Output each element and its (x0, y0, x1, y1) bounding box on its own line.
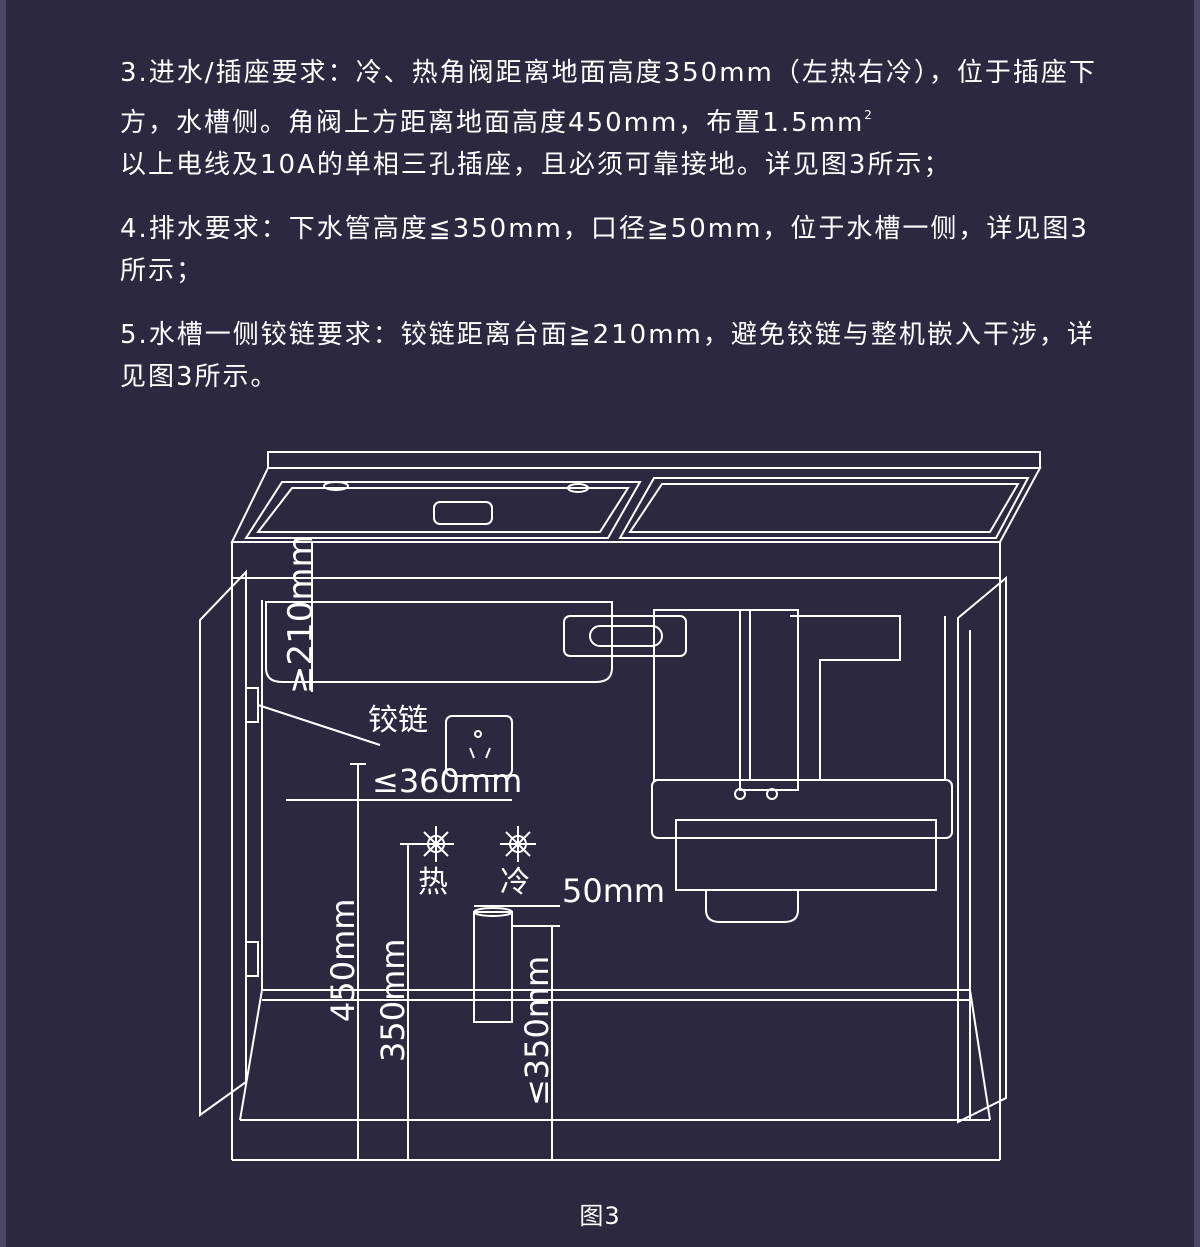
paragraph-hinge: 5.水槽一侧铰链要求：铰链距离台面≧210mm，避免铰链与整机嵌入干涉，详见图3… (120, 320, 1095, 392)
cold-label: 冷 (500, 865, 530, 900)
height-450-label: 450mm (324, 899, 362, 1022)
paragraph-inlet-socket-part1: 3.进水/插座要求：冷、热角阀距离地面高度350mm（左热右冷），位于插座下方，… (120, 58, 1097, 138)
appliance-bolt-left (734, 788, 746, 800)
sink-hole-left (323, 481, 349, 491)
cooktop-panel (618, 477, 1030, 539)
superscript-2: 2 (864, 108, 874, 122)
cabinet-diagram-svg: ≥210mm 铰链 ≤360mm 热 冷 50mm 450mm 350mm ≤3… (199, 451, 1042, 1161)
appliance-tank (790, 615, 946, 781)
pipe-dim-label: 50mm (562, 872, 665, 910)
sink-basin (244, 481, 642, 539)
countertop-front (231, 541, 1001, 579)
appliance-tray (675, 819, 937, 891)
paragraph-inlet-socket: 3.进水/插座要求：冷、热角阀距离地面高度350mm（左热右冷），位于插座下方，… (120, 52, 1100, 186)
hinge-lower (245, 941, 259, 977)
drain-pipe-opening (473, 907, 513, 917)
right-door (957, 575, 1007, 1124)
drain-pipe (473, 911, 513, 1023)
sink-hole-right (567, 483, 589, 493)
figure-caption: 图3 (579, 1202, 621, 1230)
hinge-label: 铰链 (368, 703, 428, 738)
socket-hole-left (469, 747, 475, 759)
drain-dim-label: ≤350mm (518, 956, 556, 1106)
cold-valve (500, 826, 536, 862)
cabinet-floor-right (969, 989, 991, 1121)
appliance-bolt-right (766, 788, 778, 800)
appliance-inlet-slot (589, 625, 663, 647)
cabinet-diagram: ≥210mm 铰链 ≤360mm 热 冷 50mm 450mm 350mm ≤3… (0, 430, 1200, 1190)
sink-basin-inner (255, 487, 630, 533)
socket-hole-right (485, 747, 491, 759)
hinge-leader-line (257, 704, 381, 746)
sink-drain-cover (433, 501, 493, 525)
countertop-top-edge (267, 451, 1041, 469)
left-door (199, 569, 247, 1117)
paragraph-inlet-socket-part2: 以上电线及10A的单相三孔插座，且必须可靠接地。详见图3所示； (120, 150, 952, 180)
hinge-upper (245, 687, 259, 723)
appliance-outlet (705, 890, 799, 923)
appliance-base (651, 779, 953, 839)
hinge-dim-label: ≥210mm (281, 534, 321, 694)
sink-bowl-under (265, 601, 613, 683)
socket-dim-label: ≤360mm (372, 762, 522, 800)
appliance-pump (653, 609, 751, 781)
requirements-text: 3.进水/插座要求：冷、热角阀距离地面高度350mm（左热右冷），位于插座下方，… (120, 52, 1100, 420)
hot-label: 热 (418, 865, 448, 900)
countertop-surface (230, 467, 1042, 543)
paragraph-drainage: 4.排水要求：下水管高度≦350mm，口径≧50mm，位于水槽一侧，详见图3所示… (120, 214, 1089, 286)
power-socket (445, 715, 513, 777)
cabinet-floor-left (239, 989, 263, 1121)
height-350-label: 350mm (374, 939, 412, 1062)
appliance-inlet-bracket (563, 615, 687, 657)
appliance-column (739, 609, 799, 791)
cooktop-glass (628, 483, 1020, 533)
socket-hole-top (474, 730, 482, 738)
